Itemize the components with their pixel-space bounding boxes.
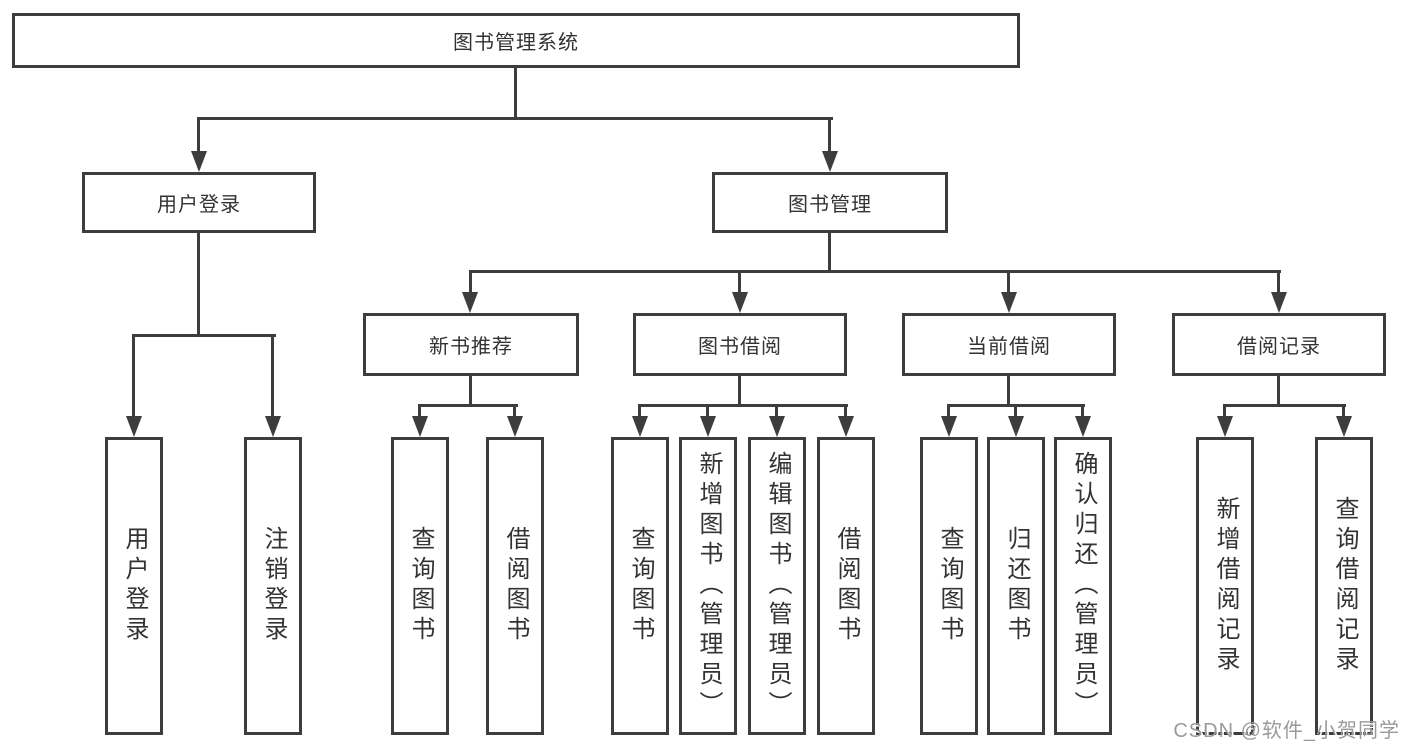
node-logout-leaf-label: 注销登录 — [260, 526, 287, 646]
node-book-management: 图书管理 — [712, 172, 948, 233]
connector-mgmt-stem — [828, 233, 831, 273]
arrowhead-icon — [941, 416, 957, 437]
arrowhead-icon — [191, 151, 207, 172]
node-cb-return-book-label: 归还图书 — [1003, 526, 1030, 646]
node-user-login-leaf-label: 用户登录 — [121, 526, 148, 646]
node-nb-query-book-label: 查询图书 — [407, 526, 434, 646]
arrowhead-icon — [1271, 292, 1287, 313]
arrowhead-icon — [1001, 292, 1017, 313]
connector-user-split — [133, 334, 276, 337]
connector-rc-stem — [1277, 376, 1280, 407]
node-cb-query-book: 查询图书 — [920, 437, 978, 735]
connector-to-borrow-records — [1277, 270, 1280, 296]
node-bb-borrow-book: 借阅图书 — [817, 437, 875, 735]
node-nb-borrow-book-label: 借阅图书 — [502, 526, 529, 646]
node-current-borrow: 当前借阅 — [902, 313, 1116, 376]
node-cb-confirm-return-admin: 确认归还（管理员） — [1054, 437, 1112, 735]
node-bb-add-book-admin: 新增图书（管理员） — [679, 437, 737, 735]
connector-root-stem — [514, 68, 517, 119]
node-logout-leaf: 注销登录 — [244, 437, 302, 735]
connector-bb-4 — [844, 404, 847, 418]
node-new-book-recommend: 新书推荐 — [363, 313, 579, 376]
node-bb-borrow-book-label: 借阅图书 — [833, 526, 860, 646]
arrowhead-icon — [126, 416, 142, 437]
arrowhead-icon — [822, 151, 838, 172]
connector-rc-2 — [1342, 404, 1345, 418]
node-bb-edit-book-admin-label: 编辑图书（管理员） — [764, 451, 791, 721]
arrowhead-icon — [265, 416, 281, 437]
connector-to-user-login — [197, 117, 200, 154]
connector-to-logout-leaf — [271, 334, 274, 419]
node-rec-query-record: 查询借阅记录 — [1315, 437, 1373, 735]
connector-rc-1 — [1223, 404, 1226, 418]
connector-bb-2 — [706, 404, 709, 418]
arrowhead-icon — [838, 416, 854, 437]
connector-nb-2 — [513, 404, 516, 418]
connector-user-stem — [197, 233, 200, 337]
connector-nb-split — [419, 404, 518, 407]
node-cb-return-book: 归还图书 — [987, 437, 1045, 735]
arrowhead-icon — [1336, 416, 1352, 437]
arrowhead-icon — [507, 416, 523, 437]
connector-cb-3 — [1081, 404, 1084, 418]
node-nb-query-book: 查询图书 — [391, 437, 449, 735]
node-nb-borrow-book: 借阅图书 — [486, 437, 544, 735]
node-rec-query-record-label: 查询借阅记录 — [1331, 496, 1358, 676]
connector-cb-2 — [1014, 404, 1017, 418]
arrowhead-icon — [732, 292, 748, 313]
node-cb-query-book-label: 查询图书 — [936, 526, 963, 646]
connector-rc-split — [1224, 404, 1346, 407]
node-bb-query-book: 查询图书 — [611, 437, 669, 735]
csdn-watermark: CSDN @软件_小贺同学 — [1173, 720, 1400, 742]
connector-to-book-management — [828, 117, 831, 154]
arrowhead-icon — [1217, 416, 1233, 437]
arrowhead-icon — [462, 292, 478, 313]
node-borrow-records: 借阅记录 — [1172, 313, 1386, 376]
connector-to-current-borrow — [1007, 270, 1010, 296]
connector-nb-1 — [418, 404, 421, 418]
arrowhead-icon — [1075, 416, 1091, 437]
connector-to-book-borrow — [738, 270, 741, 296]
arrowhead-icon — [632, 416, 648, 437]
arrowhead-icon — [769, 416, 785, 437]
connector-mgmt-split — [469, 270, 1281, 273]
arrowhead-icon — [700, 416, 716, 437]
connector-to-user-login-leaf — [132, 334, 135, 419]
connector-bb-split — [638, 404, 848, 407]
node-book-borrow: 图书借阅 — [633, 313, 847, 376]
connector-bb-1 — [638, 404, 641, 418]
node-user-login: 用户登录 — [82, 172, 316, 233]
node-cb-confirm-return-admin-label: 确认归还（管理员） — [1070, 451, 1097, 721]
node-rec-add-record-label: 新增借阅记录 — [1212, 496, 1239, 676]
arrowhead-icon — [412, 416, 428, 437]
connector-root-split — [197, 117, 833, 120]
arrowhead-icon — [1008, 416, 1024, 437]
node-user-login-leaf: 用户登录 — [105, 437, 163, 735]
node-bb-query-book-label: 查询图书 — [627, 526, 654, 646]
connector-to-new-book — [469, 270, 472, 296]
node-rec-add-record: 新增借阅记录 — [1196, 437, 1254, 735]
connector-cb-stem — [1007, 376, 1010, 407]
connector-cb-1 — [947, 404, 950, 418]
node-root: 图书管理系统 — [12, 13, 1020, 68]
connector-nb-stem — [469, 376, 472, 407]
node-bb-add-book-admin-label: 新增图书（管理员） — [695, 451, 722, 721]
connector-bb-stem — [738, 376, 741, 407]
connector-bb-3 — [775, 404, 778, 418]
node-bb-edit-book-admin: 编辑图书（管理员） — [748, 437, 806, 735]
